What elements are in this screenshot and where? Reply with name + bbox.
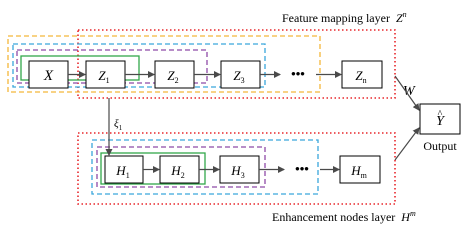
output-node-box: [419, 103, 461, 135]
enhancement-node-hm-label: Hm: [350, 163, 367, 180]
enhancement-node-h3-box: [219, 155, 260, 184]
blue-group-frame-feature: [12, 43, 266, 88]
input-node-x-box: [28, 60, 69, 89]
weight-label: W: [403, 84, 416, 99]
feature-row-ellipsis: •••: [291, 66, 305, 81]
purple-group-frame-enhancement: [96, 146, 266, 188]
enhancement-node-hm-box: [339, 155, 381, 184]
xi-label: ξ1: [114, 118, 123, 132]
feature-node-zn-label: Zn: [355, 68, 366, 85]
feature-layer-frame: [77, 29, 396, 99]
enhancement-node-h1-label: H1: [115, 163, 129, 180]
enhancement-layer-frame: [77, 132, 396, 205]
enhancement-node-h3-label: H3: [230, 163, 244, 180]
enhancement-row-ellipsis: •••: [295, 161, 309, 176]
feature-node-z2-label: Z2: [167, 68, 178, 85]
output-node-symbol: Y: [436, 114, 446, 129]
feature-node-z1-label: Z1: [98, 68, 109, 85]
blue-group-frame-enhancement: [91, 139, 319, 195]
feature-node-z3-box: [220, 60, 261, 89]
enhancement-layer-title: Enhancement nodes layer Hm: [272, 209, 416, 224]
green-group-frame-enhancement: [100, 152, 206, 185]
input-node-x-label: X: [43, 68, 54, 84]
green-group-frame-feature: [20, 55, 140, 81]
orange-group-frame: [7, 35, 321, 93]
arrow-feature-layer-to-output: [394, 75, 420, 111]
arrow-enhancement-layer-to-output: [394, 127, 420, 161]
feature-layer-title: Feature mapping layer Zn: [282, 10, 407, 25]
feature-node-zn-box: [341, 60, 383, 89]
feature-node-z3-label: Z3: [233, 68, 244, 85]
output-label: Output: [423, 139, 457, 153]
enhancement-node-h2-box: [159, 155, 200, 184]
output-node-hat: ^: [438, 109, 443, 120]
enhancement-node-h2-label: H2: [170, 163, 184, 180]
